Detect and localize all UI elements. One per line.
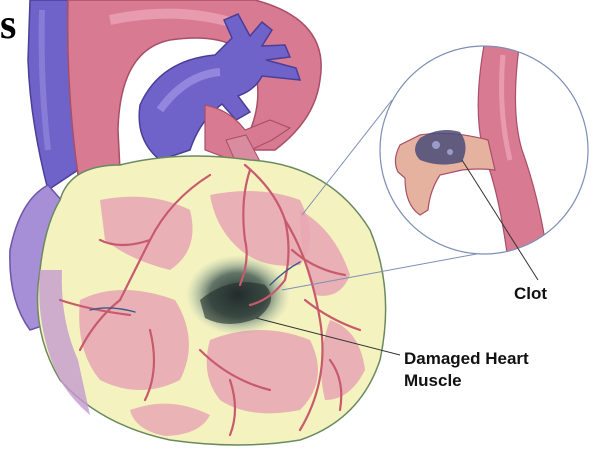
clot-magnifier	[380, 40, 590, 260]
corner-letter-fragment: s	[0, 4, 16, 46]
damaged-label-line2: Muscle	[404, 370, 529, 392]
damaged-label-line1: Damaged Heart	[404, 348, 529, 370]
clot-label: Clot	[514, 283, 547, 305]
damaged-heart-muscle-label: Damaged Heart Muscle	[404, 348, 529, 392]
